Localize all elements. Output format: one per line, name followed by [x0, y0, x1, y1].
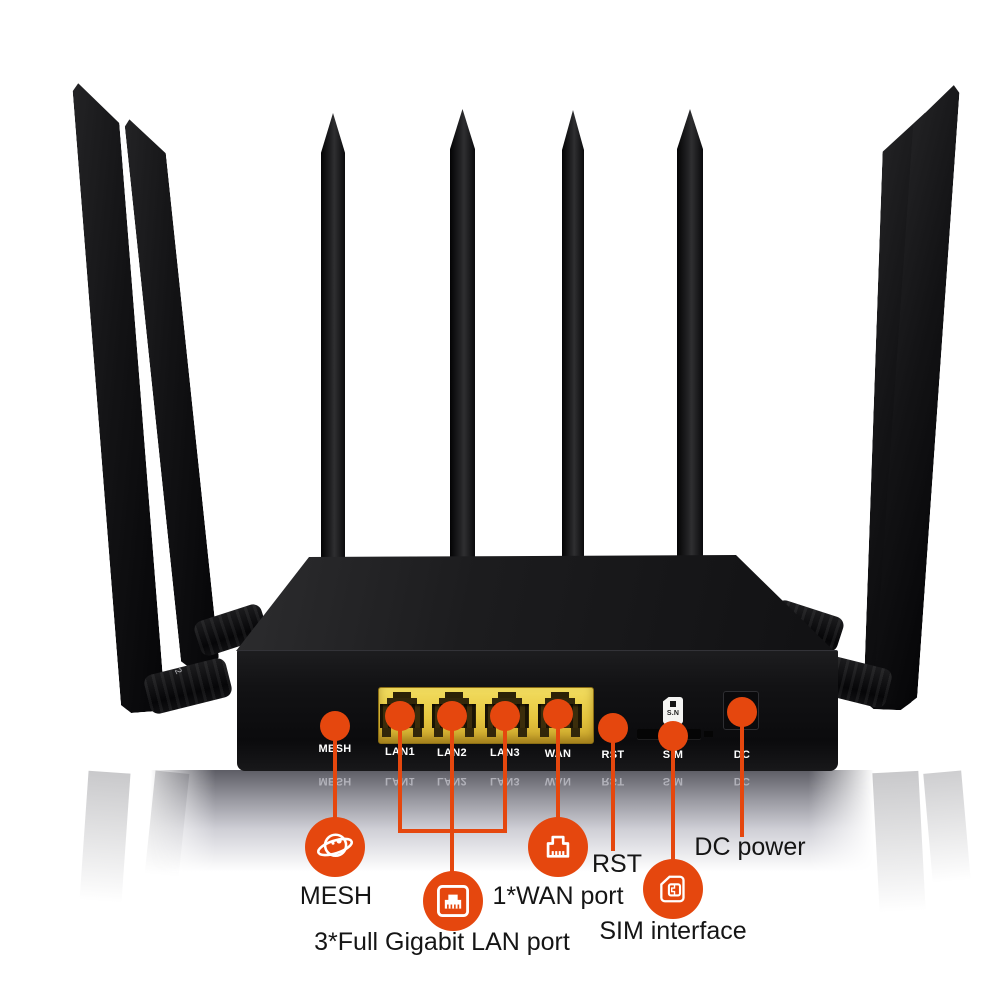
planet-mesh-icon	[316, 833, 354, 858]
router-top-face	[236, 555, 834, 651]
mesh-callout-label: MESH	[299, 882, 373, 910]
port-marker-lan2	[437, 701, 467, 731]
antenna-middle-2-icon	[450, 109, 475, 581]
port-marker-wan	[543, 699, 573, 729]
callout-line-wan	[556, 714, 560, 818]
sim-callout-badge	[643, 859, 703, 919]
lan-callout-badge	[423, 871, 483, 931]
callout-line-mesh	[333, 726, 337, 819]
port-marker-dc	[727, 697, 757, 727]
antenna-middle-3-icon	[562, 110, 584, 581]
antenna-middle-4-icon	[677, 109, 703, 581]
callout-line-rst	[611, 728, 615, 851]
antenna-reflection	[923, 770, 971, 884]
ethernet-port-icon	[437, 885, 469, 917]
sim-card-icon	[660, 875, 685, 903]
antenna-reflection	[872, 770, 926, 914]
lan-callout-label: 3*Full Gigabit LAN port	[314, 928, 570, 956]
dc-callout-label: DC power	[694, 833, 806, 861]
port-marker-rst	[598, 713, 628, 743]
antenna-reflection	[79, 770, 131, 904]
callout-bracket-lan	[398, 829, 507, 833]
mesh-callout-badge	[305, 817, 365, 877]
port-marker-lan1	[385, 701, 415, 731]
callout-line-lan1	[398, 716, 402, 833]
wan-callout-badge	[528, 817, 588, 877]
sim-card-slot-icon: S.N	[663, 697, 683, 724]
port-marker-sim	[658, 721, 688, 751]
ethernet-plug-icon	[546, 835, 570, 858]
callout-line-lan3	[503, 716, 507, 833]
antenna-middle-1-icon	[321, 113, 345, 581]
callout-line-lan2	[450, 716, 454, 873]
callout-line-dc	[740, 712, 744, 837]
sim-chip-icon	[670, 701, 676, 707]
port-marker-lan3	[490, 701, 520, 731]
sim-icon-text: S.N	[666, 710, 680, 717]
rst-callout-label: RST	[592, 850, 642, 878]
port-marker-mesh	[320, 711, 350, 741]
sim-eject-notch	[704, 731, 713, 737]
sim-callout-label: SIM interface	[599, 917, 747, 945]
router-reflection	[150, 770, 874, 872]
wan-callout-label: 1*WAN port	[492, 882, 624, 910]
callout-line-sim	[671, 736, 675, 861]
